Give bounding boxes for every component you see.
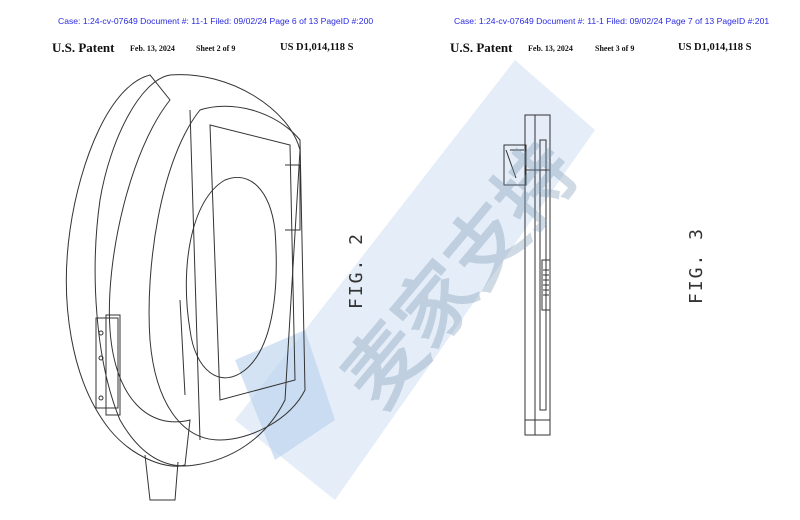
header-date: Feb. 13, 2024 (130, 44, 175, 53)
header-sheet: Sheet 3 of 9 (595, 44, 635, 53)
header-date: Feb. 13, 2024 (528, 44, 573, 53)
patent-page-sheet-2: Case: 1:24-cv-07649 Document #: 11-1 Fil… (52, 16, 374, 501)
header-patent-number: US D1,014,118 S (678, 42, 752, 53)
fig-2-drawing (65, 74, 306, 501)
figure-label: FIG. 3 (686, 226, 708, 305)
case-line: Case: 1:24-cv-07649 Document #: 11-1 Fil… (58, 16, 374, 26)
header-patent-number: US D1,014,118 S (280, 42, 354, 53)
patent-page-sheet-3: Case: 1:24-cv-07649 Document #: 11-1 Fil… (400, 0, 800, 520)
case-line: Case: 1:24-cv-07649 Document #: 11-1 Fil… (454, 16, 770, 26)
fig-3-drawing (503, 114, 551, 436)
header-title: U.S. Patent (450, 40, 513, 55)
header-sheet: Sheet 2 of 9 (196, 44, 236, 53)
header-title: U.S. Patent (52, 40, 115, 55)
